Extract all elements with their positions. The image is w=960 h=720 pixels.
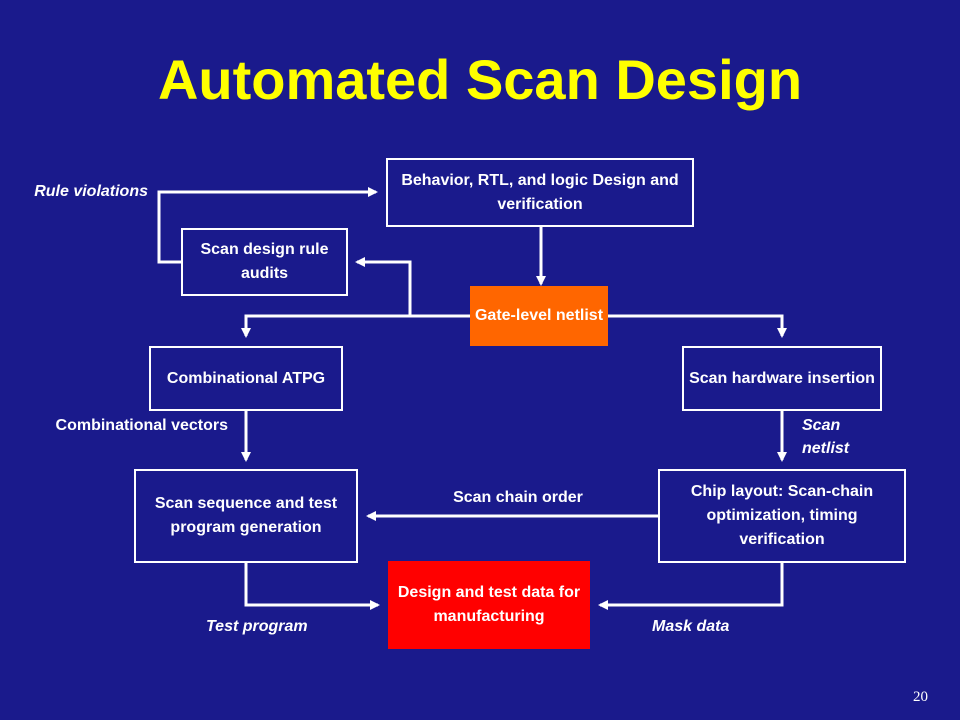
scan-hardware-insertion-box: Scan hardware insertion: [682, 346, 882, 411]
test-program-label: Test program: [206, 618, 308, 635]
mask-data-label: Mask data: [652, 618, 730, 635]
page-number: 20: [913, 689, 928, 705]
slide-title: Automated Scan Design: [157, 48, 803, 111]
scan-chain-order-label: Scan chain order: [453, 489, 583, 506]
arrow-netlist-to-insertion: [608, 314, 787, 338]
chip-layout-box: Chip layout: Scan-chain optimization, ti…: [658, 469, 906, 563]
rule-violations-label: Rule violations: [34, 183, 148, 200]
behavior-design-box: Behavior, RTL, and logic Design and veri…: [386, 158, 694, 227]
scan-sequence-box: Scan sequence and test program generatio…: [134, 469, 358, 563]
gate-level-netlist-box: Gate-level netlist: [470, 286, 608, 346]
arrow-mask-data: [598, 563, 784, 610]
arrow-test-program: [244, 563, 380, 610]
combinational-atpg-box: Combinational ATPG: [149, 346, 343, 411]
manufacturing-data-box: Design and test data for manufacturing: [388, 561, 590, 649]
arrow-rule-violations: [157, 187, 378, 264]
scan-rule-audits-box: Scan design rule audits: [181, 228, 348, 296]
scan-netlist-label: Scan netlist: [802, 417, 850, 458]
combinational-vectors-label: Combinational vectors: [55, 417, 228, 434]
arrow-netlist-to-audits: [355, 257, 470, 318]
arrow-netlist-to-atpg: [241, 314, 470, 338]
